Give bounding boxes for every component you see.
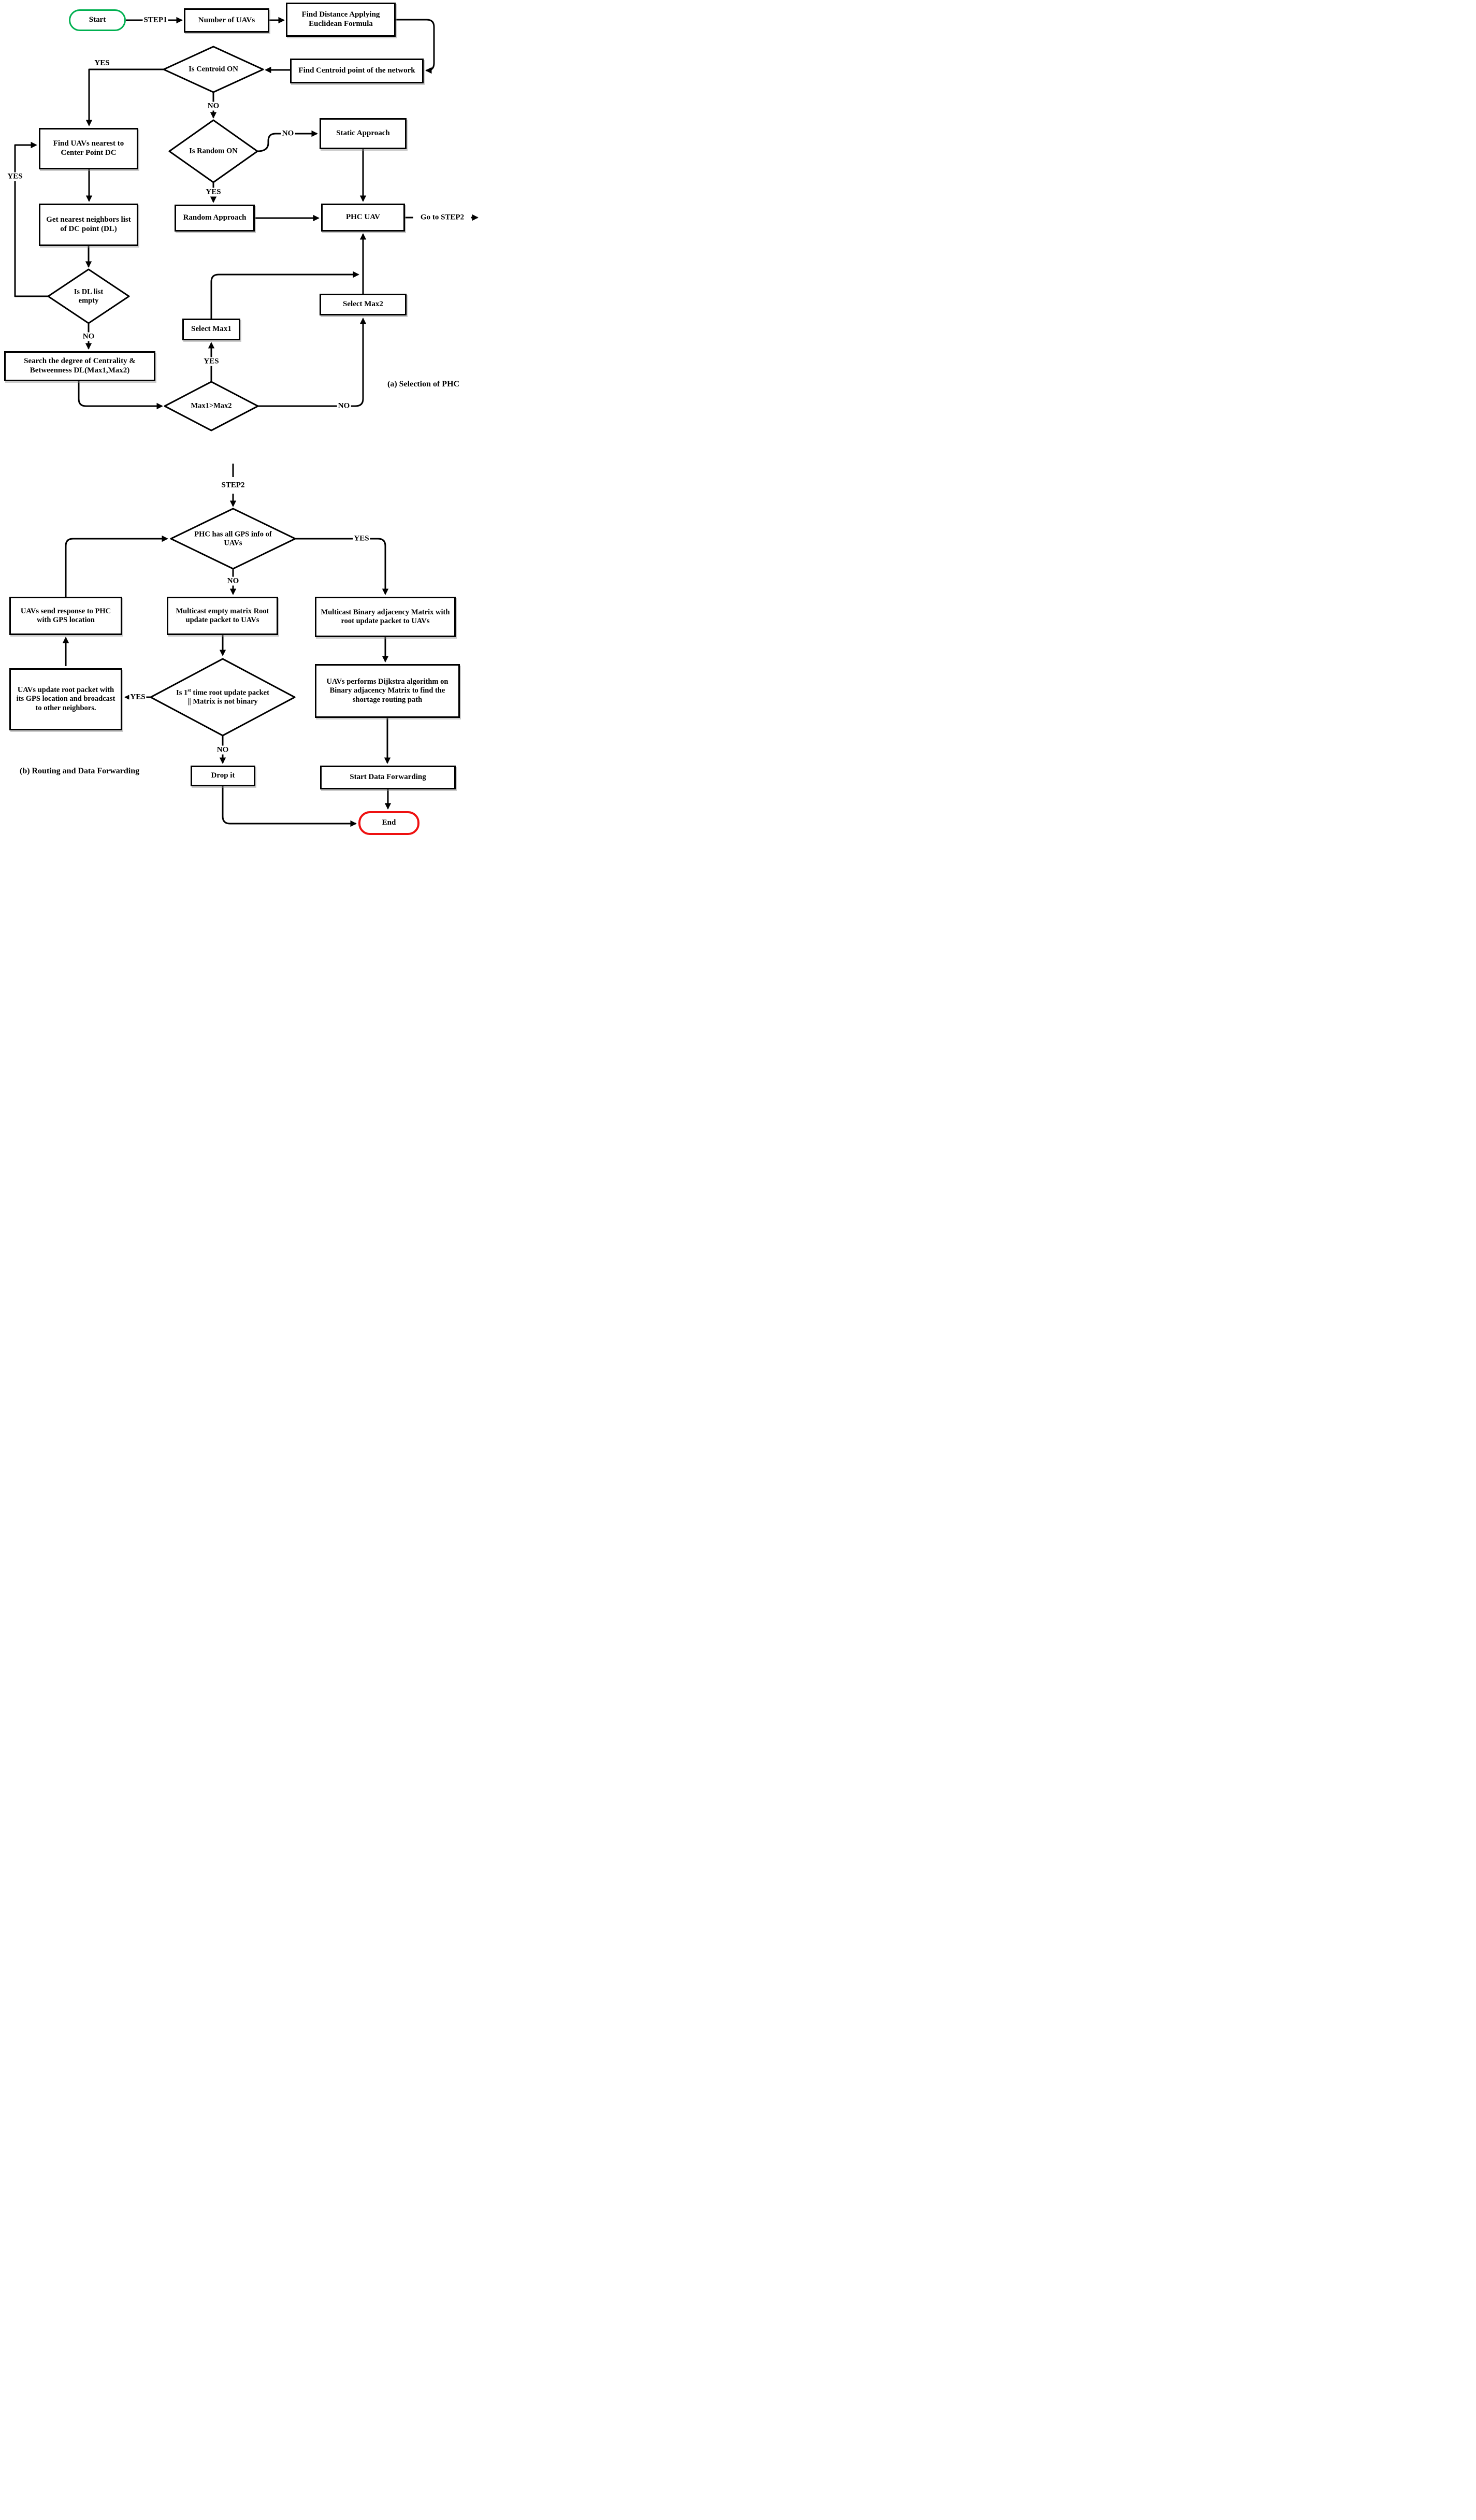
edge-gps-yes (295, 538, 389, 595)
connector-layer (14, 17, 479, 827)
find-distance-box: Find Distance Applying Euclidean Formula (286, 3, 396, 37)
edge-label-dl-no: NO (81, 332, 96, 341)
edge-label-gps-yes: YES (353, 534, 370, 543)
static-approach-box: Static Approach (320, 118, 407, 149)
decision-phc-gps-text: PHC has all GPS info of UAVs (194, 530, 272, 547)
edge-max1-to-phc (210, 271, 359, 319)
start-terminator: Start (69, 9, 126, 31)
multicast-binary-box: Multicast Binary adjacency Matrix with r… (315, 597, 456, 637)
decision-is-first-shape (150, 658, 296, 737)
multicast-empty-box: Multicast empty matrix Root update packe… (167, 597, 278, 635)
search-centrality-box: Search the degree of Centrality & Betwee… (4, 351, 155, 381)
uavs-send-box: UAVs send response to PHC with GPS locat… (9, 597, 122, 635)
get-neighbors-label: Get nearest neighbors list of DC point (… (46, 215, 131, 233)
find-centroid-box: Find Centroid point of the network (290, 59, 424, 83)
decision-phc-gps-shape (170, 508, 296, 570)
edge-label-step1: STEP1 (142, 16, 168, 25)
static-approach-label: Static Approach (336, 129, 390, 138)
start-forwarding-label: Start Data Forwarding (350, 773, 426, 782)
uavs-update-label: UAVs update root packet with its GPS loc… (16, 686, 115, 712)
select-max1-label: Select Max1 (191, 325, 231, 334)
edge-label-israndom-no: NO (281, 129, 295, 138)
select-max1-box: Select Max1 (182, 319, 240, 340)
edge-drop-to-end (222, 786, 357, 827)
decision-is-random-shape (168, 119, 258, 183)
random-approach-box: Random Approach (175, 205, 255, 232)
end-terminator: End (358, 811, 419, 835)
find-centroid-label: Find Centroid point of the network (298, 66, 415, 75)
edge-label-iscentroid-yes: YES (93, 59, 111, 68)
decision-is-first-text: Is 1st time root update packet || Matrix… (175, 688, 271, 705)
edge-label-iscentroid-no: NO (206, 102, 221, 111)
get-neighbors-box: Get nearest neighbors list of DC point (… (39, 204, 138, 246)
edge-max-no (258, 318, 367, 407)
edge-label-isfirst-yes: YES (129, 693, 147, 702)
decision-max-compare-shape (164, 381, 259, 431)
edge-distance-to-centroid (396, 19, 435, 74)
edge-label-max-no: NO (337, 401, 351, 411)
number-of-uavs-box: Number of UAVs (184, 8, 269, 33)
uavs-update-box: UAVs update root packet with its GPS loc… (9, 668, 122, 730)
multicast-empty-label: Multicast empty matrix Root update packe… (176, 607, 269, 624)
drop-it-label: Drop it (211, 771, 235, 780)
decision-is-centroid-text: Is Centroid ON (189, 65, 238, 74)
search-centrality-label: Search the degree of Centrality & Betwee… (24, 357, 136, 375)
start-label: Start (89, 16, 106, 24)
decision-is-random-text: Is Random ON (189, 147, 238, 155)
edge-label-dl-yes: YES (6, 172, 24, 181)
decision-is-dl-text: Is DL list empty (74, 287, 104, 305)
edge-send-loop-to-gps (65, 535, 168, 597)
start-forwarding-box: Start Data Forwarding (320, 766, 456, 789)
edge-dl-yes-loop (14, 141, 48, 297)
edge-label-isfirst-no: NO (215, 745, 230, 755)
decision-max-compare-text: Max1>Max2 (191, 401, 232, 410)
caption-section-a: (a) Selection of PHC (387, 380, 460, 388)
decision-is-centroid-shape (163, 46, 264, 93)
dijkstra-label: UAVs performs Dijkstra algorithm on Bina… (326, 678, 448, 704)
caption-section-b: (b) Routing and Data Forwarding (20, 767, 140, 775)
end-label: End (382, 818, 396, 827)
edge-label-israndom-yes: YES (205, 188, 222, 197)
uavs-send-label: UAVs send response to PHC with GPS locat… (20, 607, 111, 624)
number-of-uavs-label: Number of UAVs (198, 16, 255, 24)
random-approach-label: Random Approach (183, 213, 247, 222)
select-max2-label: Select Max2 (343, 300, 383, 309)
edge-label-goto-step2: Go to STEP2 (419, 213, 466, 222)
edge-label-step2: STEP2 (220, 481, 246, 490)
find-uavs-label: Find UAVs nearest to Center Point DC (53, 139, 124, 157)
edge-iscentroid-yes (85, 68, 164, 126)
phc-uav-box: PHC UAV (321, 204, 405, 232)
edge-label-max-yes: YES (202, 357, 220, 366)
select-max2-box: Select Max2 (320, 294, 407, 315)
drop-it-box: Drop it (191, 766, 255, 786)
decision-is-dl-shape (47, 268, 130, 324)
is-first-post: time root update packet || Matrix is not… (187, 688, 269, 705)
is-first-sup: st (187, 687, 191, 693)
edge-israndom-no (257, 130, 318, 152)
edge-label-gps-no: NO (226, 577, 240, 586)
find-distance-label: Find Distance Applying Euclidean Formula (301, 10, 380, 28)
edge-search-to-max (78, 381, 163, 410)
is-first-pre: Is 1 (176, 688, 188, 697)
multicast-binary-label: Multicast Binary adjacency Matrix with r… (321, 608, 450, 625)
find-uavs-box: Find UAVs nearest to Center Point DC (39, 128, 138, 169)
flowchart-canvas: Start Number of UAVs Find Distance Apply… (0, 0, 492, 840)
phc-uav-label: PHC UAV (346, 213, 380, 222)
dijkstra-box: UAVs performs Dijkstra algorithm on Bina… (315, 664, 460, 718)
